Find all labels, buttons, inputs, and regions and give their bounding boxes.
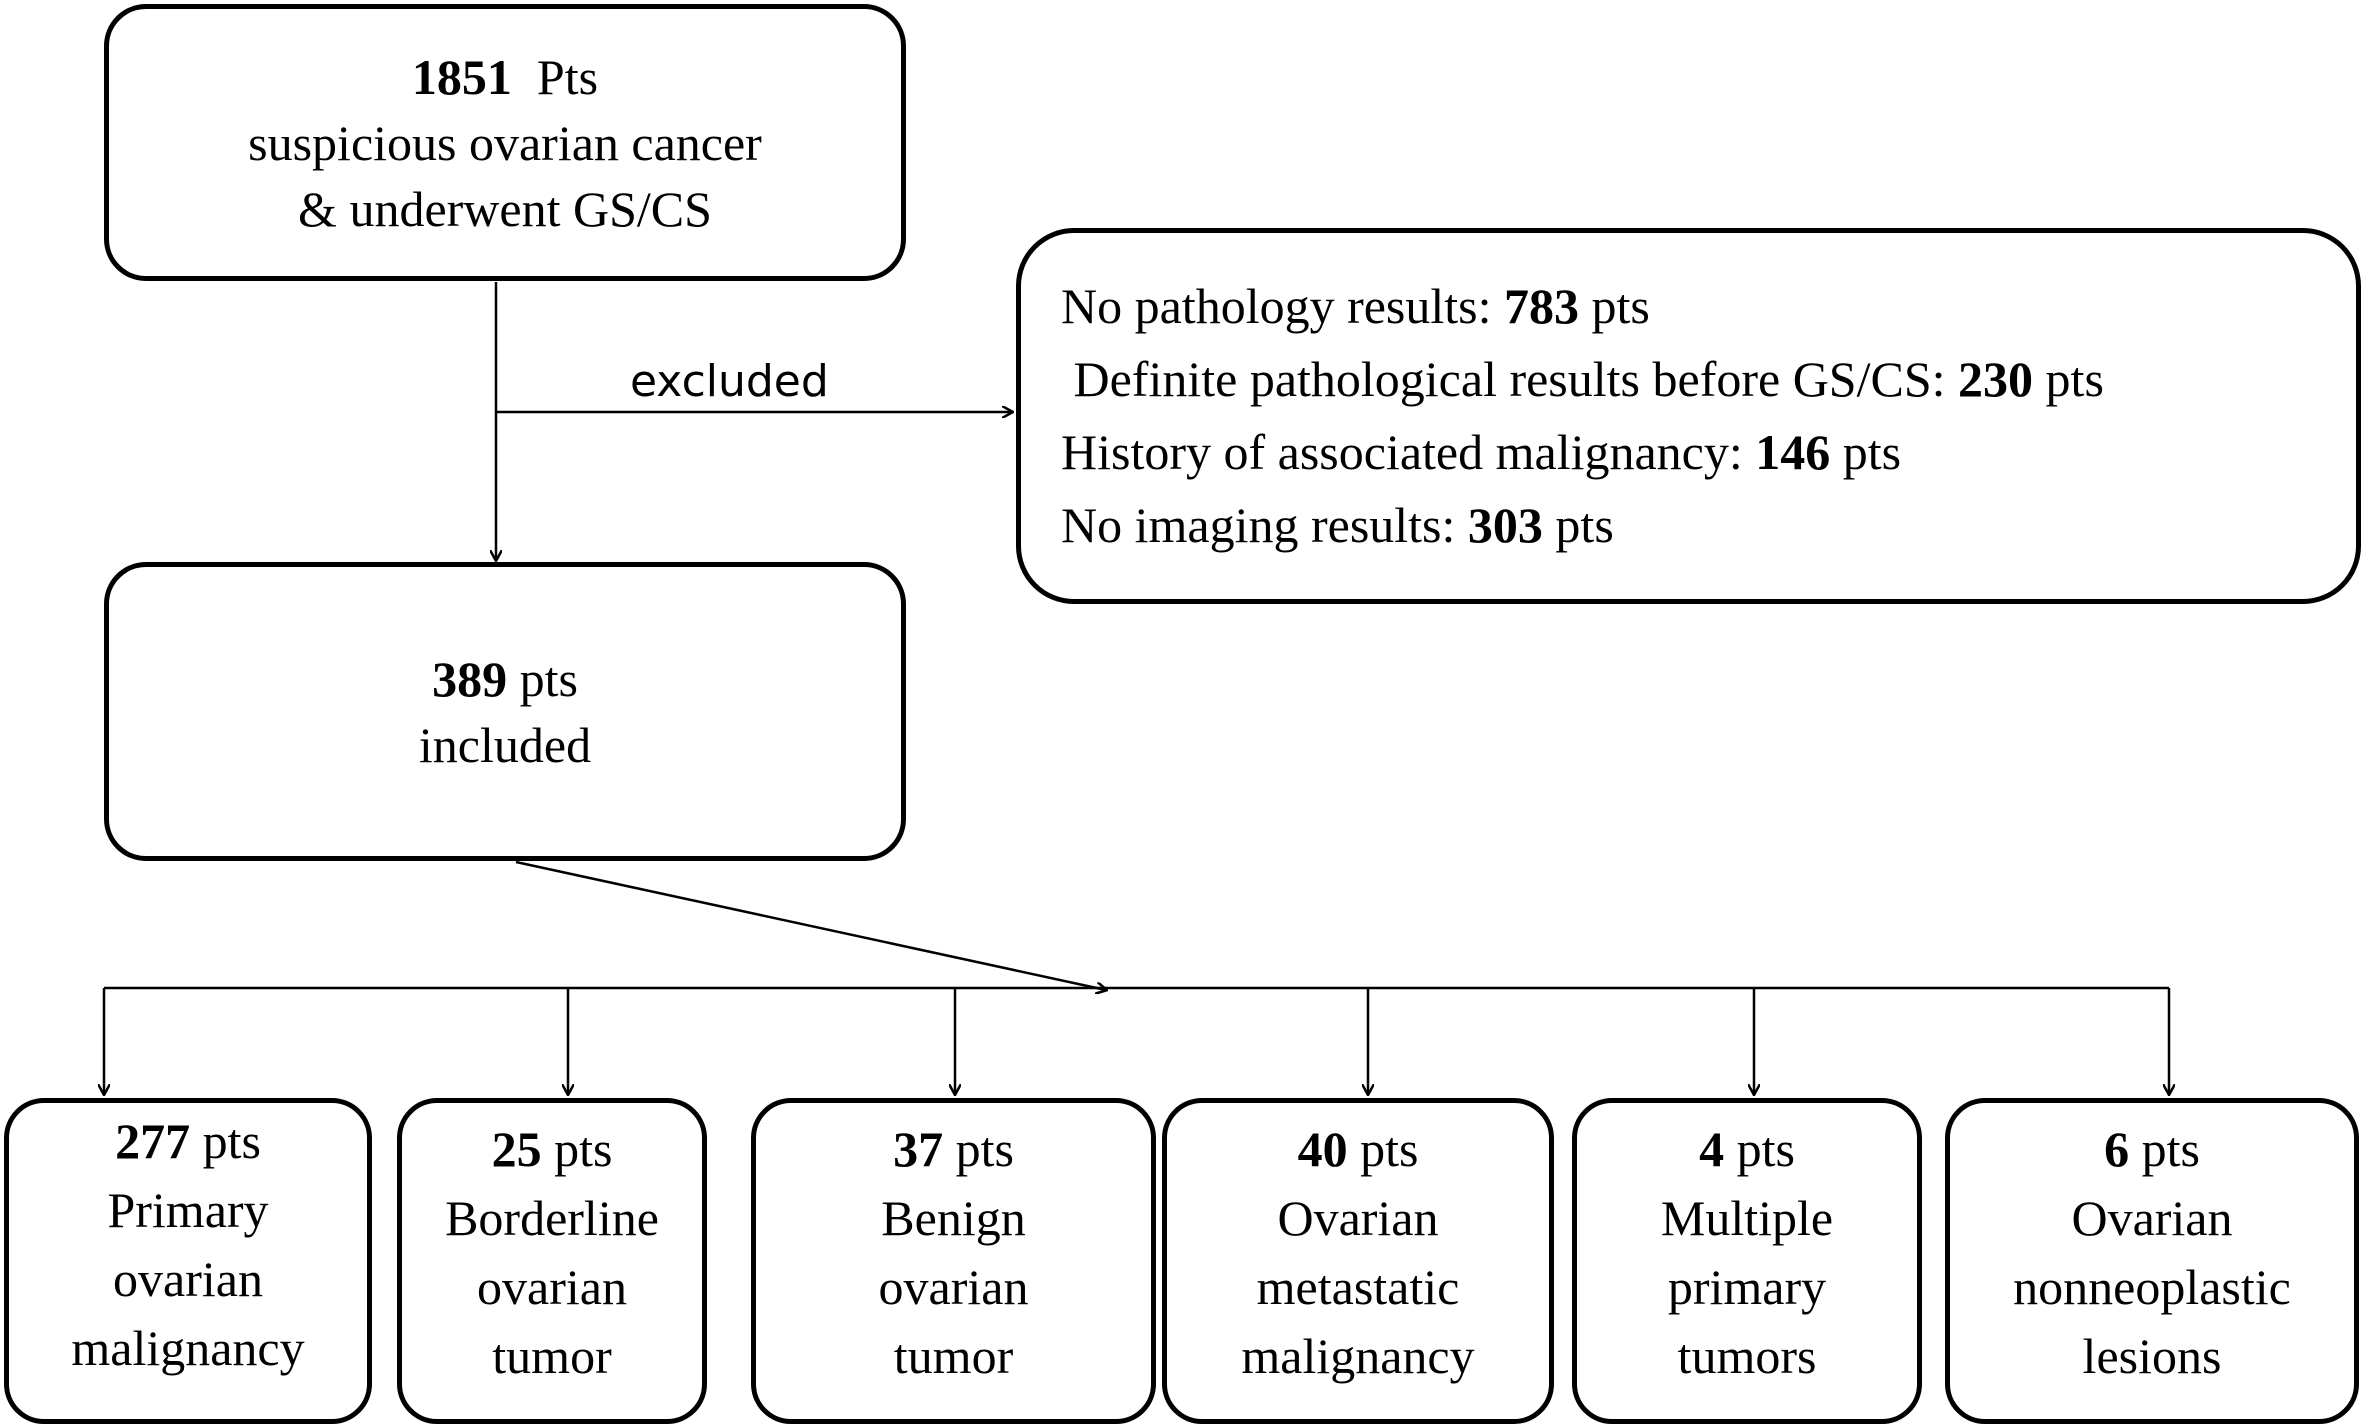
category-label-line: tumor	[893, 1328, 1014, 1384]
category-box-ovarian-metastatic-malignancy: 40 pts Ovarian metastatic malignancy	[1162, 1098, 1554, 1424]
category-label-line: malignancy	[71, 1320, 305, 1376]
category-box-ovarian-nonneoplastic-lesions: 6 pts Ovarian nonneoplastic lesions	[1945, 1098, 2359, 1424]
category-unit: pts	[2141, 1121, 2200, 1177]
category-count: 6	[2104, 1121, 2130, 1177]
initial-description-line-1: suspicious ovarian cancer	[248, 114, 762, 171]
category-label-line: lesions	[2082, 1328, 2222, 1384]
category-box-benign-ovarian-tumor: 37 pts Benign ovarian tumor	[751, 1098, 1156, 1424]
category-label-line: Ovarian	[2071, 1190, 2233, 1246]
initial-count-unit: Pts	[536, 48, 599, 105]
exclusion-item-text: No imaging results:	[1061, 497, 1456, 553]
initial-patients-box: 1851 Pts suspicious ovarian cancer & und…	[104, 4, 906, 281]
category-count-line: 37 pts	[893, 1115, 1014, 1184]
exclusion-item-text: No pathology results:	[1061, 278, 1492, 334]
exclusion-item-text: History of associated malignancy:	[1061, 424, 1743, 480]
category-label-line: ovarian	[878, 1259, 1029, 1315]
category-label-line: malignancy	[1241, 1328, 1475, 1384]
exclusion-item: No pathology results: 783 pts	[1061, 270, 1650, 343]
category-label-line: Borderline	[445, 1190, 659, 1246]
category-count: 40	[1297, 1121, 1348, 1177]
exclusion-item-text: Definite pathological results before GS/…	[1073, 351, 1946, 407]
category-label-line: Primary	[107, 1182, 269, 1238]
included-count: 389	[432, 650, 508, 707]
category-box-primary-ovarian-malignancy: 277 pts Primary ovarian malignancy	[4, 1098, 372, 1424]
exclusion-item-unit: pts	[1555, 497, 1614, 553]
exclusion-item-unit: pts	[1842, 424, 1902, 480]
initial-count-line: 1851 Pts	[412, 44, 598, 110]
initial-count: 1851	[411, 48, 512, 105]
included-count-line: 389 pts	[432, 646, 578, 712]
category-label-line: ovarian	[477, 1259, 627, 1315]
exclusion-item-count: 230	[1958, 351, 2034, 407]
category-count-line: 4 pts	[1699, 1115, 1795, 1184]
excluded-label: excluded	[630, 356, 829, 407]
exclusion-item-unit: pts	[2045, 351, 2104, 407]
exclusion-criteria-box: No pathology results: 783 pts Definite p…	[1016, 228, 2361, 604]
exclusion-item-count: 146	[1755, 424, 1831, 480]
category-count: 277	[115, 1113, 191, 1169]
category-unit: pts	[955, 1121, 1014, 1177]
category-label-line: Ovarian	[1277, 1190, 1439, 1246]
category-unit: pts	[1360, 1121, 1419, 1177]
exclusion-item: History of associated malignancy: 146 pt…	[1061, 416, 1901, 489]
connector-included-to-categories	[515, 860, 1106, 990]
category-count: 25	[491, 1121, 542, 1177]
category-label-line: nonneoplastic	[2013, 1259, 2291, 1315]
category-label-line: primary	[1667, 1259, 1827, 1315]
category-count-line: 25 pts	[492, 1115, 613, 1184]
category-count-line: 40 pts	[1298, 1115, 1419, 1184]
included-label: included	[418, 716, 592, 773]
exclusion-item-count: 303	[1467, 497, 1543, 553]
exclusion-item-count: 783	[1504, 278, 1580, 334]
category-count-line: 6 pts	[2104, 1115, 2200, 1184]
category-box-borderline-ovarian-tumor: 25 pts Borderline ovarian tumor	[397, 1098, 707, 1424]
category-count-line: 277 pts	[115, 1107, 261, 1176]
category-count: 37	[893, 1121, 944, 1177]
exclusion-item-unit: pts	[1591, 278, 1650, 334]
included-patients-box: 389 pts included	[104, 562, 906, 861]
exclusion-item: No imaging results: 303 pts	[1061, 489, 1614, 562]
exclusion-item: Definite pathological results before GS/…	[1061, 343, 2104, 416]
included-count-unit: pts	[519, 650, 578, 707]
category-label-line: ovarian	[113, 1251, 263, 1307]
category-label-line: Benign	[881, 1190, 1026, 1246]
category-unit: pts	[1736, 1121, 1795, 1177]
category-count: 4	[1699, 1121, 1725, 1177]
category-box-multiple-primary-tumors: 4 pts Multiple primary tumors	[1572, 1098, 1922, 1424]
category-label-line: Multiple	[1660, 1190, 1834, 1246]
initial-description-line-2: & underwent GS/CS	[298, 180, 712, 237]
category-label-line: tumor	[492, 1328, 612, 1384]
category-label-line: metastatic	[1256, 1259, 1460, 1315]
category-unit: pts	[554, 1121, 613, 1177]
category-unit: pts	[202, 1113, 261, 1169]
category-label-line: tumors	[1677, 1328, 1817, 1384]
